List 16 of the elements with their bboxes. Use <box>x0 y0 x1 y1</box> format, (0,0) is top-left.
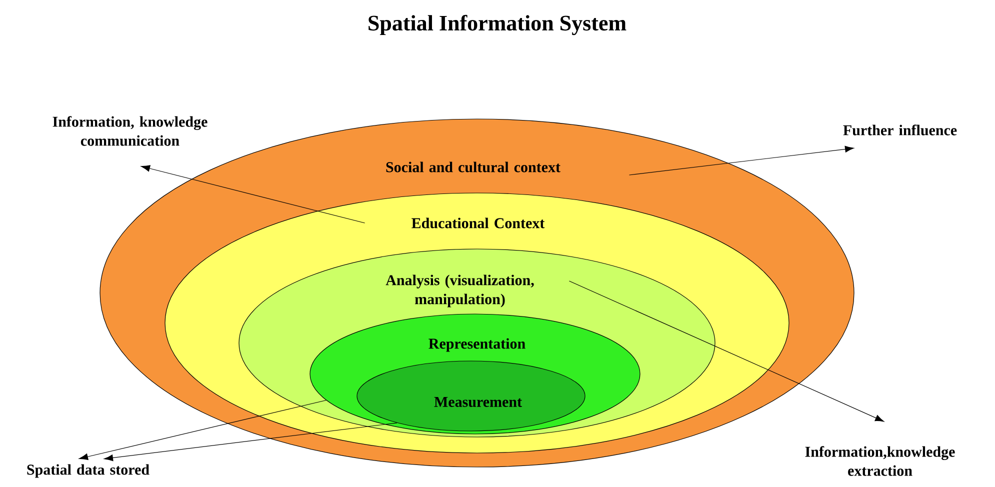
arrow <box>628 146 854 176</box>
layer-label: Measurement <box>434 397 522 407</box>
layer-label: Social and cultural context <box>386 162 560 172</box>
callout-text: Further influence <box>843 124 957 136</box>
title: Spatial Information System <box>368 14 626 36</box>
layer-ellipse <box>356 360 586 432</box>
layer-label: Educational Context <box>412 218 545 228</box>
arrow <box>78 400 326 460</box>
callout-text: Spatial data stored <box>27 464 150 478</box>
callout-text: Information,knowledge extraction <box>805 446 955 476</box>
layer-label: Representation <box>428 338 526 352</box>
callout-text: Information, knowledge communication <box>52 116 208 146</box>
arrow <box>140 165 366 224</box>
layer-label: Analysis (visualization, manipulation) <box>386 274 534 308</box>
arrow <box>104 422 398 462</box>
arrow <box>568 280 884 422</box>
